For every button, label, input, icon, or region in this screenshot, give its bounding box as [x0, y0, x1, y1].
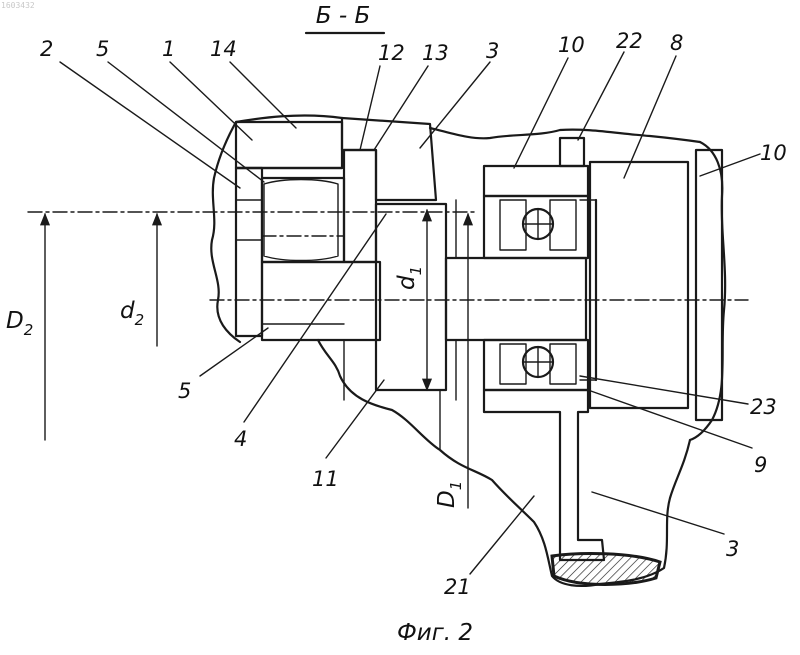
- ring-part-2: [236, 168, 262, 336]
- callout-10-top: 10: [558, 33, 585, 57]
- bearing-housing-10-upper: [484, 166, 588, 196]
- gear-part-5: [262, 178, 344, 262]
- hub-part-11: [376, 204, 446, 390]
- callout-labels: 2 5 1 14 12 13 3 10 22 8 10 23 9 3 21 11…: [40, 29, 787, 599]
- screw-part-22: [560, 138, 584, 166]
- gear-part-8: [590, 162, 688, 408]
- housing-break-line-top: [430, 128, 700, 142]
- dim-d2-label: d2: [120, 298, 144, 329]
- callout-3-bottom: 3: [726, 537, 739, 561]
- callout-22: 22: [616, 29, 643, 53]
- callout-5-top: 5: [96, 37, 109, 61]
- shaft: [446, 258, 586, 340]
- callout-14: 14: [210, 37, 237, 61]
- housing-part-10-right: [696, 150, 722, 420]
- callout-10-right: 10: [760, 141, 787, 165]
- cover-part-14: [236, 122, 342, 168]
- body-part-3-upper: [342, 118, 436, 200]
- callout-9: 9: [754, 453, 767, 477]
- callout-4: 4: [234, 427, 247, 451]
- callout-5-bottom: 5: [178, 379, 191, 403]
- base-strip: [552, 554, 660, 585]
- insert-part-12: [344, 150, 376, 262]
- housing-break-line-bottom: [318, 340, 690, 586]
- dim-D1-label: D1: [434, 481, 465, 508]
- dim-D2-label: D2: [6, 308, 33, 339]
- leader-lines: [60, 52, 760, 574]
- callout-21: 21: [444, 575, 471, 599]
- gear-part-5-lower: [262, 262, 380, 340]
- callout-1: 1: [162, 37, 175, 61]
- callout-8: 8: [670, 31, 683, 55]
- callout-2: 2: [40, 37, 53, 61]
- section-title: Б - Б: [306, 3, 384, 33]
- callout-11: 11: [312, 467, 339, 491]
- callout-13: 13: [422, 41, 449, 65]
- callout-3-top: 3: [486, 39, 499, 63]
- figure-caption: Фиг. 2: [397, 620, 473, 646]
- section-title-text: Б - Б: [316, 3, 370, 29]
- callout-23: 23: [750, 395, 777, 419]
- callout-12: 12: [378, 41, 405, 65]
- dim-d1-label: d1: [394, 266, 425, 290]
